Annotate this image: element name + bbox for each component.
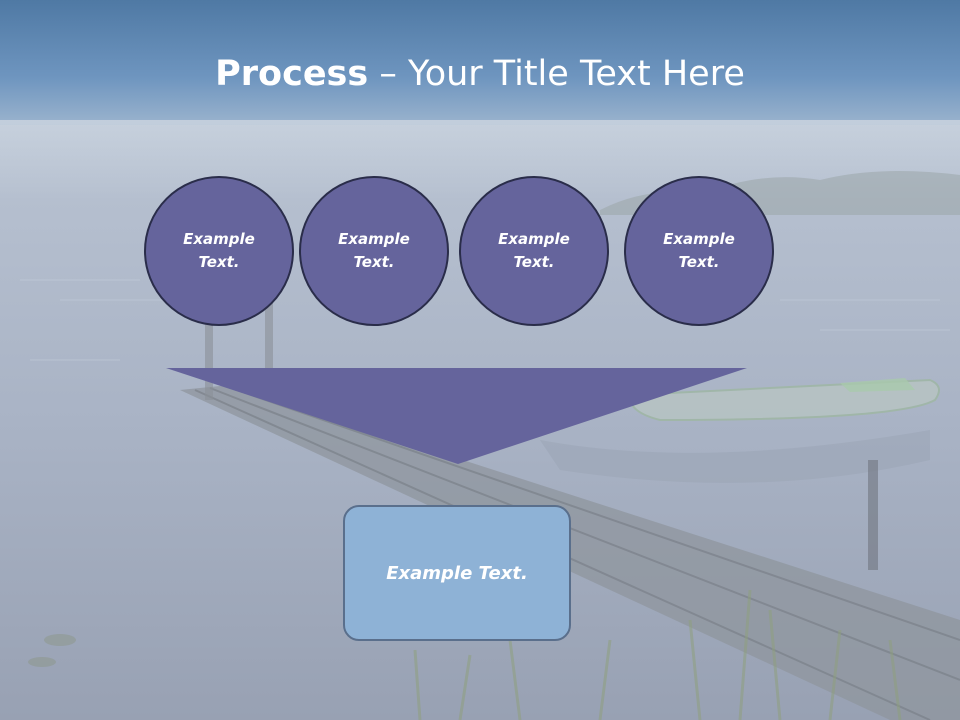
slide-title: Process – Your Title Text Here [0, 50, 960, 98]
circle-label: Example Text. [663, 230, 735, 271]
process-circle-1[interactable]: Example Text. [144, 176, 294, 326]
process-circle-2[interactable]: Example Text. [299, 176, 449, 326]
title-rest-part: – Your Title Text Here [368, 54, 745, 94]
circle-label: Example Text. [183, 230, 255, 271]
title-bold-part: Process [215, 54, 369, 94]
circle-label: Example Text. [338, 230, 410, 271]
result-box-label: Example Text. [386, 562, 528, 584]
process-circle-3[interactable]: Example Text. [459, 176, 609, 326]
result-box[interactable]: Example Text. [343, 505, 571, 641]
process-circle-4[interactable]: Example Text. [624, 176, 774, 326]
circle-label: Example Text. [498, 230, 570, 271]
